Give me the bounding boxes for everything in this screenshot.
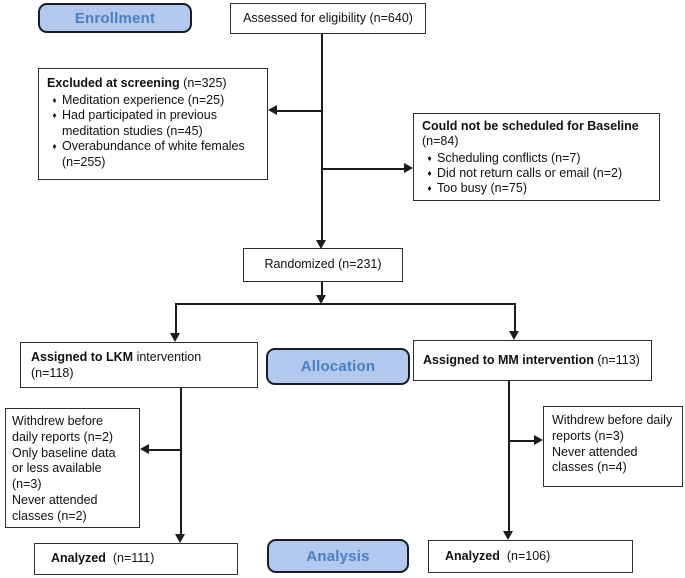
arrowhead-into-withdrew-left	[140, 444, 149, 454]
arrowhead-into-mm	[509, 331, 519, 340]
stage-label-analysis: Analysis	[267, 539, 409, 573]
arrowhead-into-lkm	[170, 333, 180, 342]
not-scheduled-title: Could not be scheduled for Baseline	[422, 119, 639, 133]
list-item: ♦ Did not return calls or email (n=2)	[422, 166, 651, 181]
stage-label-allocation: Allocation	[266, 348, 410, 385]
connector-lkm-to-analyzed	[180, 388, 182, 535]
split-line	[175, 303, 516, 305]
arrowhead-into-not-scheduled	[404, 163, 413, 173]
assigned-mm-box: Assigned to MM intervention (n=113)	[413, 340, 652, 381]
diamond-bullet-icon: ♦	[52, 110, 57, 120]
not-scheduled-box: Could not be scheduled for Baseline (n=8…	[413, 113, 660, 201]
analyzed-left-box: Analyzed (n=111)	[34, 543, 238, 575]
arrowhead-into-randomized	[316, 240, 326, 249]
excluded-screening-title: Excluded at screening (n=325)	[47, 76, 227, 90]
randomized-text: Randomized (n=231)	[264, 257, 382, 272]
connector-to-not-scheduled	[322, 168, 404, 170]
withdrew-left-box: Withdrew before daily reports (n=2) Only…	[5, 408, 140, 528]
list-item: ♦ Had participated in previous meditatio…	[47, 108, 259, 139]
arrowhead-into-excluded	[268, 105, 277, 115]
list-item: ♦ Overabundance of white females (n=255)	[47, 139, 259, 170]
diamond-bullet-icon: ♦	[427, 167, 432, 178]
excluded-screening-list: ♦ Meditation experience (n=25) ♦ Had par…	[47, 93, 259, 171]
assessed-eligibility-box: Assessed for eligibility (n=640)	[230, 3, 426, 34]
diamond-bullet-icon: ♦	[52, 94, 57, 105]
arrowhead-into-split	[316, 295, 326, 304]
arrowhead-into-withdrew-right	[534, 435, 543, 445]
randomized-box: Randomized (n=231)	[243, 248, 403, 282]
connector-to-withdrew-left	[149, 449, 182, 451]
diamond-bullet-icon: ♦	[427, 183, 432, 193]
not-scheduled-list: ♦ Scheduling conflicts (n=7) ♦ Did not r…	[422, 151, 651, 197]
stage-label-enrollment: Enrollment	[38, 3, 192, 33]
excluded-screening-box: Excluded at screening (n=325) ♦ Meditati…	[38, 68, 268, 180]
connector-to-withdrew-right	[510, 440, 535, 442]
connector-assessed-to-randomized	[321, 34, 323, 241]
diamond-bullet-icon: ♦	[52, 141, 57, 151]
diamond-bullet-icon: ♦	[427, 152, 432, 163]
analyzed-right-box: Analyzed (n=106)	[428, 540, 633, 573]
connector-to-excluded	[277, 110, 322, 112]
connector-split-to-mm	[514, 303, 516, 332]
assessed-eligibility-text: Assessed for eligibility (n=640)	[243, 10, 413, 25]
connector-randomized-to-split	[321, 282, 323, 296]
withdrew-right-box: Withdrew before daily reports (n=3) Neve…	[543, 406, 683, 487]
assigned-lkm-box: Assigned to LKM intervention (n=118)	[20, 342, 258, 388]
arrowhead-into-analyzed-left	[175, 534, 185, 543]
list-item: ♦ Too busy (n=75)	[422, 181, 651, 196]
list-item: ♦ Scheduling conflicts (n=7)	[422, 151, 651, 166]
arrowhead-into-analyzed-right	[503, 531, 513, 540]
not-scheduled-count: (n=84)	[422, 134, 459, 149]
assigned-lkm-count: (n=118)	[31, 365, 74, 380]
connector-mm-to-analyzed	[508, 381, 510, 532]
list-item: ♦ Meditation experience (n=25)	[47, 93, 259, 109]
connector-split-to-lkm	[175, 303, 177, 334]
